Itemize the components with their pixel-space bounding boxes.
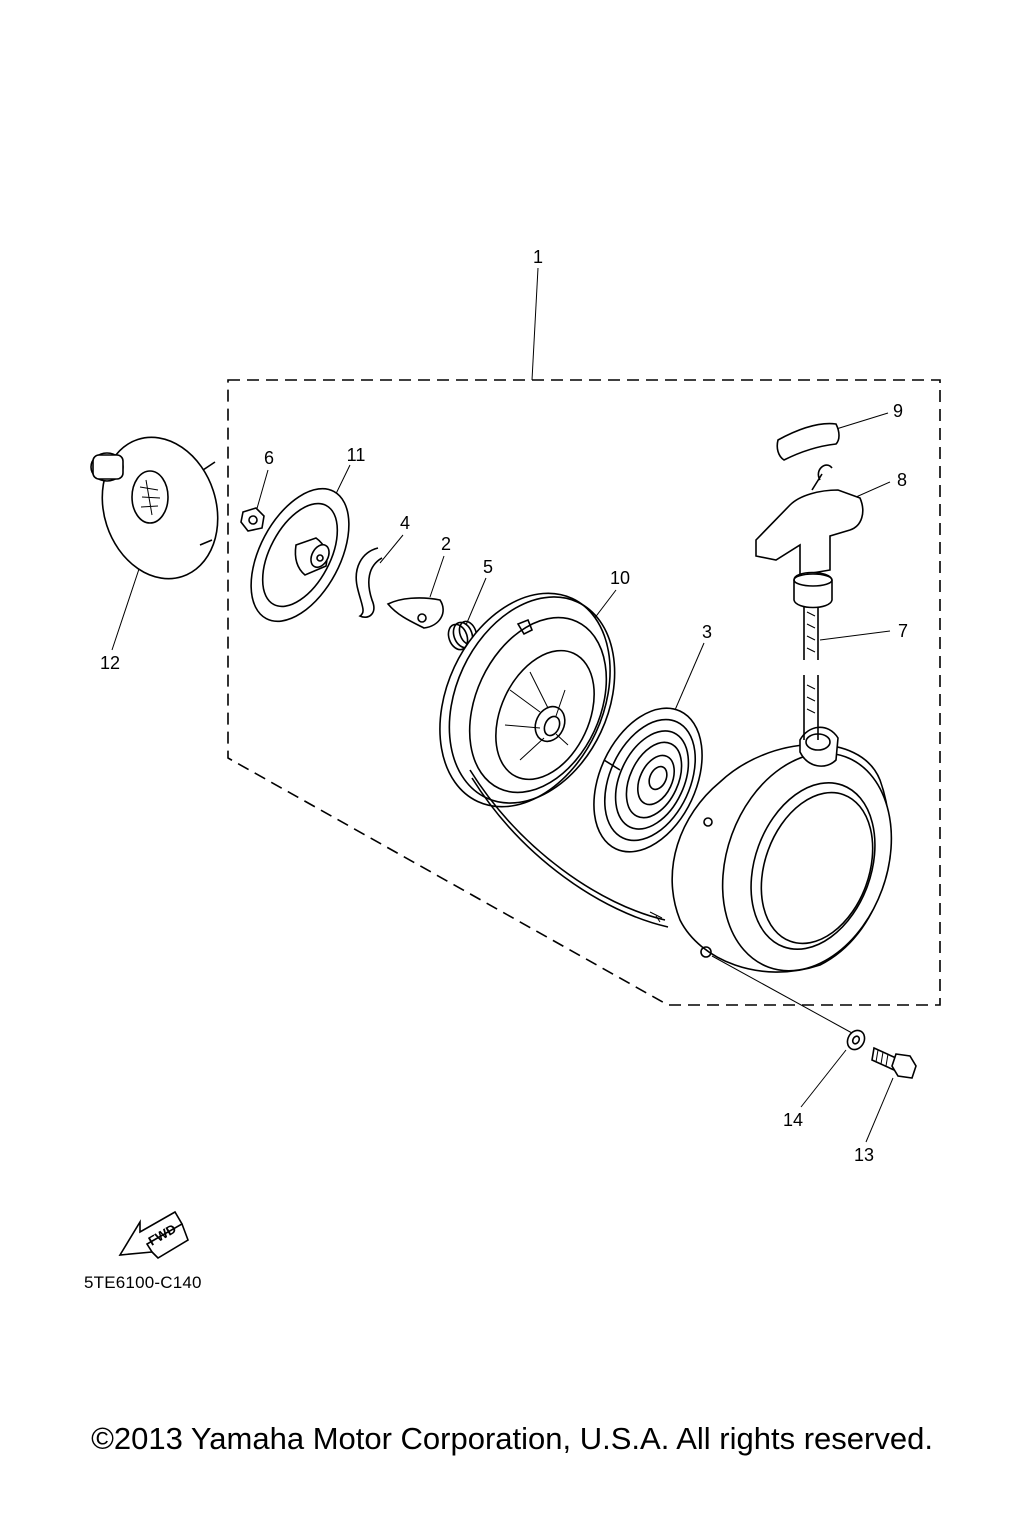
callout-3: 3 [701,622,713,642]
cap-part-9 [776,422,840,461]
callout-7: 7 [897,621,909,641]
starter-rope [469,769,669,928]
callout-8: 8 [896,470,908,490]
callout-11: 11 [346,445,366,465]
nut-part-6 [240,507,265,532]
callout-1: 1 [532,247,544,267]
plate-part-11 [250,487,350,623]
bolt-part-13 [871,1046,917,1079]
callout-13: 13 [853,1145,875,1165]
pawl-part-2 [386,597,444,629]
drawing-code: 5TE6100-C140 [84,1273,202,1292]
callout-2: 2 [440,534,452,554]
callout-14: 14 [782,1110,804,1130]
callout-6: 6 [263,448,275,468]
pulley-part-10 [439,592,616,808]
callout-4: 4 [399,513,411,533]
callout-5: 5 [482,557,494,577]
starter-housing [671,726,893,973]
callout-12: 12 [99,653,121,673]
washer-part-14 [846,1029,866,1051]
handle-part-8 [755,464,864,609]
assembly-outline [227,379,941,1006]
fwd-arrow-icon: FWD [118,1210,189,1260]
drive-cup-part-12 [90,436,219,580]
copyright-notice: ©2013 Yamaha Motor Corporation, U.S.A. A… [91,1421,933,1456]
callout-9: 9 [892,401,904,421]
callout-10: 10 [609,568,631,588]
rope-part-7 [803,600,819,740]
clip-part-4 [355,547,383,618]
recoil-spring-part-3 [593,707,703,853]
leader-lines [111,267,894,1143]
